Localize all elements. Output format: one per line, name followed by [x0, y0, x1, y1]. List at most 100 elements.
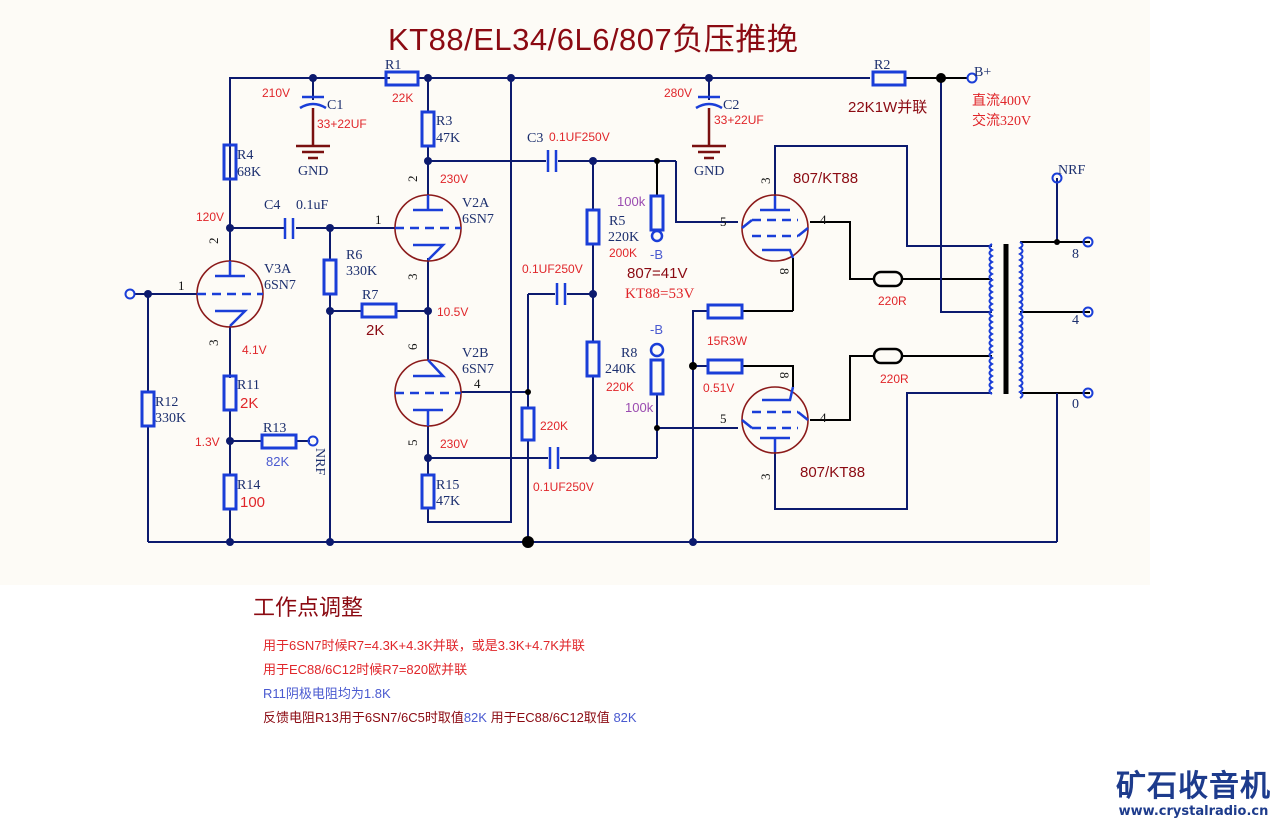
alt-r5: 200K — [609, 246, 637, 260]
type-p1: 807/KT88 — [793, 170, 858, 187]
terminals — [124, 72, 1094, 447]
resistor-r1 — [384, 70, 420, 87]
label-r14: R14 — [237, 478, 260, 493]
label-c1: C1 — [327, 98, 343, 113]
pin-label: 4 — [820, 410, 827, 425]
value-r11: 2K — [240, 395, 258, 412]
value-r6: 330K — [346, 264, 377, 279]
page-title: KT88/EL34/6L6/807负压推挽 — [388, 22, 799, 57]
label-gnd: GND — [298, 164, 328, 179]
value-r7: 2K — [366, 322, 384, 339]
site-logo[interactable]: 矿石收音机 www.crystalradio.cn — [1116, 770, 1271, 820]
pin-label: 2 — [206, 238, 221, 245]
nrf-terminal[interactable] — [307, 435, 319, 447]
note-line-3: R11阴极电阻均为1.8K — [263, 686, 391, 701]
resistor-bias2 — [649, 358, 665, 396]
capacitor-c4 — [283, 218, 295, 239]
value-r2: 22K1W并联 — [848, 99, 927, 116]
value-r14: 100 — [240, 494, 265, 511]
label-tap-8: 8 — [1072, 247, 1079, 262]
input-terminal[interactable] — [124, 288, 136, 300]
value-grid-leak: 220K — [540, 419, 568, 433]
note-line-4-d: 82K — [613, 710, 637, 725]
pin-label: 8 — [777, 372, 792, 379]
value-c4: 0.1uF — [296, 198, 329, 213]
label-nrf-in: NRF — [312, 448, 327, 475]
value-r13: 82K — [266, 454, 289, 469]
note-line-4-b: 82K — [463, 710, 487, 725]
pin-label: 5 — [405, 440, 420, 447]
note-line-1: 用于6SN7时候R7=4.3K+4.3K并联，或是3.3K+4.7K并联 — [263, 638, 585, 653]
resistor-r13 — [260, 433, 298, 450]
output-transformer — [988, 241, 1024, 399]
value-couple2: 0.1UF250V — [533, 480, 594, 494]
label-negb-2: -B — [650, 322, 663, 337]
label-r6: R6 — [346, 248, 362, 263]
label-v2b: V2B — [462, 346, 488, 361]
label-c3: C3 — [527, 131, 543, 146]
label-nrf-out: NRF — [1058, 163, 1085, 178]
value-r12: 330K — [155, 411, 186, 426]
resistors — [140, 70, 907, 511]
pin-label: 3 — [758, 474, 773, 481]
type-v2a: 6SN7 — [462, 212, 494, 227]
label-negb-1: -B — [650, 247, 663, 262]
label-r12: R12 — [155, 395, 178, 410]
value-r8: 240K — [605, 362, 636, 377]
alt-r8: 220K — [606, 380, 634, 394]
ground-icon — [692, 144, 726, 160]
negb-terminal-1[interactable] — [650, 229, 664, 243]
schematic-background — [0, 0, 1150, 585]
value-r3: 47K — [436, 131, 460, 146]
label-gnd-2: GND — [694, 164, 724, 179]
type-v3a: 6SN7 — [264, 278, 296, 293]
label-r5: R5 — [609, 214, 625, 229]
capacitor-couple1 — [555, 283, 567, 305]
capacitor-c1 — [299, 95, 327, 110]
label-r8: R8 — [621, 346, 637, 361]
resistor-cathode1 — [706, 303, 744, 320]
type-p2: 807/KT88 — [800, 464, 865, 481]
value-r1: 22K — [392, 91, 413, 105]
label-r4: R4 — [237, 148, 253, 163]
value-cathode-r: 15R3W — [707, 334, 748, 348]
bias-807: 807=41V — [627, 265, 687, 282]
tube-p2 — [741, 386, 809, 454]
tube-v3a — [196, 260, 264, 328]
label-v3a: V3A — [264, 262, 292, 277]
resistor-screen1 — [872, 270, 904, 288]
pin-label: 4 — [474, 376, 481, 391]
tap-4-terminal[interactable] — [1082, 306, 1094, 318]
value-r15: 47K — [436, 494, 460, 509]
pin-label: 5 — [720, 214, 727, 229]
voltage-0-51: 0.51V — [703, 381, 734, 395]
notes-section: 工作点调整 用于6SN7时候R7=4.3K+4.3K并联，或是3.3K+4.7K… — [253, 590, 637, 730]
value-couple1: 0.1UF250V — [522, 262, 583, 276]
label-r11: R11 — [237, 378, 260, 393]
label-r7: R7 — [362, 288, 378, 303]
logo-url[interactable]: www.crystalradio.cn — [1118, 804, 1269, 819]
note-line-4-c: 用于EC88/6C12取值 — [490, 710, 610, 725]
wires — [134, 77, 1090, 543]
resistor-r8 — [585, 340, 601, 378]
voltage-120: 120V — [196, 210, 224, 224]
value-c2: 33+22UF — [714, 113, 764, 127]
pin-label: 3 — [405, 274, 420, 281]
ground-icon — [296, 144, 330, 160]
note-line-4: 反馈电阻R13用于6SN7/6C5时取值82K 用于EC88/6C12取值 82… — [263, 706, 637, 730]
label-r3: R3 — [436, 114, 452, 129]
negb-terminal-2[interactable] — [649, 342, 665, 358]
label-tap-4: 4 — [1072, 313, 1079, 328]
label-r13: R13 — [263, 421, 286, 436]
voltage-280: 280V — [664, 86, 692, 100]
nrf-out-terminal[interactable] — [1051, 172, 1063, 184]
value-screen2: 220R — [880, 372, 909, 386]
tap-0-terminal[interactable] — [1082, 387, 1094, 399]
tap-8-terminal[interactable] — [1082, 236, 1094, 248]
label-r2: R2 — [874, 58, 890, 73]
voltage-210: 210V — [262, 86, 290, 100]
label-ac: 交流320V — [972, 112, 1031, 129]
labels: R1 22K R2 22K1W并联 R3 47K R4 68K C1 33+22… — [155, 58, 1085, 511]
bplus-terminal[interactable] — [966, 72, 978, 84]
